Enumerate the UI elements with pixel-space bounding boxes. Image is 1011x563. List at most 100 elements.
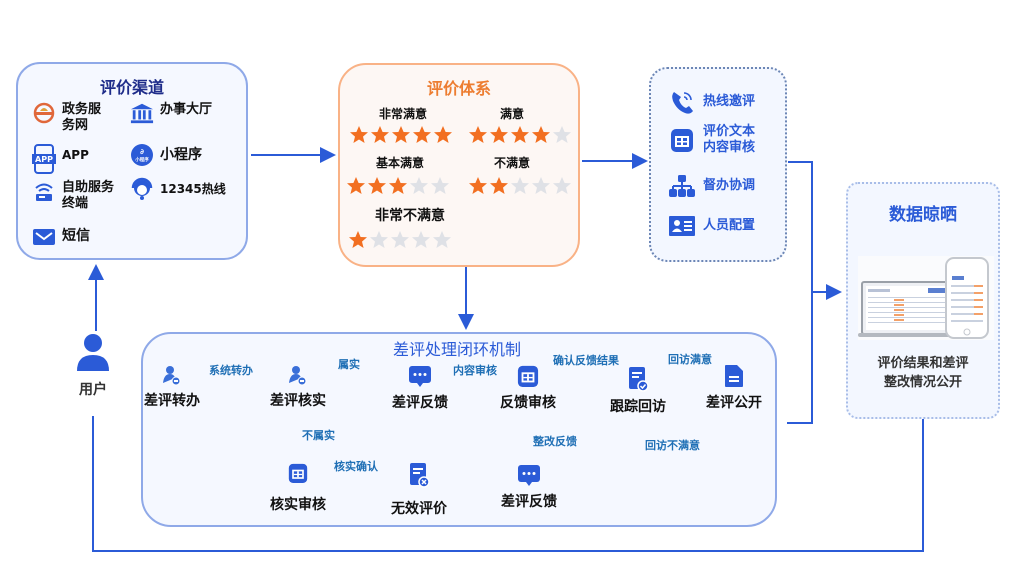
edge-label: 核实确认	[334, 460, 378, 473]
node-label: 差评转办	[144, 393, 200, 409]
edge-label: 回访满意	[668, 353, 712, 366]
node-label: 差评反馈	[392, 395, 448, 411]
star-empty-icon	[553, 126, 571, 143]
rating-title: 评价体系	[426, 79, 491, 98]
user-label: 用户	[79, 382, 107, 398]
org-chart-icon	[669, 173, 695, 199]
user-icon	[75, 334, 111, 377]
star-rating	[348, 230, 452, 250]
publish-title: 数据晾晒	[889, 205, 957, 225]
action-supervise-coordinate[interactable]: 督办协调	[669, 173, 755, 199]
star-empty-icon	[431, 177, 449, 194]
svg-text:小程序: 小程序	[135, 156, 149, 163]
rating-level-label: 满意	[499, 107, 524, 121]
service-hall-icon	[130, 102, 154, 124]
node-verify-review[interactable]: 核实审核	[266, 462, 330, 514]
star-rating	[468, 176, 572, 196]
bad-review-process-panel: 差评处理闭环机制	[141, 332, 777, 527]
star-empty-icon	[433, 231, 451, 248]
channel-label: 政务服	[62, 102, 102, 117]
rating-level-label: 基本满意	[375, 156, 424, 170]
edge-label: 确认反馈结果	[553, 354, 619, 367]
bracket-to-publish	[787, 161, 813, 424]
edge-label: 不属实	[302, 429, 335, 442]
star-empty-icon	[410, 177, 428, 194]
node-transfer[interactable]: 差评转办	[140, 364, 204, 410]
node-publish[interactable]: 差评公开	[702, 364, 766, 412]
action-content-review[interactable]: 评价文本内容审核	[669, 124, 755, 156]
channel-self-service-terminal[interactable]: 自助服务终端	[32, 180, 114, 212]
edge-label: 回访不满意	[645, 439, 700, 452]
star-filled-icon	[392, 126, 410, 143]
action-label: 内容审核	[703, 140, 756, 155]
channel-sms[interactable]: 短信	[32, 226, 90, 248]
user-node[interactable]: 用户	[68, 333, 118, 399]
publish-desc-line: 评价结果和差评	[877, 356, 969, 371]
star-empty-icon	[532, 177, 550, 194]
phone-icon	[669, 89, 695, 115]
mini-program-icon: ∂小程序	[130, 144, 154, 166]
document-icon	[724, 365, 744, 392]
channel-hotline[interactable]: 12345热线	[130, 177, 226, 200]
channels-panel: 评价渠道 政务服务网 办事大厅 APP APP ∂小程序 小程序 自助服务终端	[16, 62, 248, 260]
action-hotline-invite[interactable]: 热线邀评	[669, 89, 755, 115]
channel-label: 务网	[62, 118, 89, 133]
node-label: 跟踪回访	[610, 399, 666, 415]
sms-envelope-icon	[32, 226, 56, 248]
star-filled-icon	[389, 177, 407, 194]
node-feedback[interactable]: 差评反馈	[388, 364, 452, 412]
document-check-icon	[627, 367, 649, 396]
node-feedback-rectify[interactable]: 差评反馈	[497, 463, 561, 511]
channel-label: 终端	[62, 196, 89, 211]
node-label: 反馈审核	[500, 395, 556, 411]
action-staffing[interactable]: 人员配置	[669, 213, 755, 239]
channel-label: 短信	[62, 228, 90, 244]
star-filled-icon	[350, 126, 368, 143]
star-filled-icon	[511, 126, 529, 143]
action-label: 评价文本	[703, 124, 756, 139]
node-feedback-review[interactable]: 反馈审核	[496, 364, 560, 412]
document-cancel-icon	[408, 463, 430, 492]
node-label: 差评公开	[706, 395, 762, 411]
channels-title: 评价渠道	[99, 78, 164, 97]
svg-text:APP: APP	[35, 155, 53, 164]
channel-app[interactable]: APP APP	[32, 144, 89, 174]
chat-bubble-icon	[408, 366, 432, 392]
hotline-headset-icon	[130, 177, 154, 200]
star-filled-icon	[490, 177, 508, 194]
node-follow-up[interactable]: 跟踪回访	[606, 366, 670, 416]
action-label: 热线邀评	[703, 94, 756, 109]
star-filled-icon	[532, 126, 550, 143]
channel-label: APP	[62, 148, 89, 162]
node-label: 核实审核	[270, 497, 326, 513]
node-verify[interactable]: 差评核实	[266, 364, 330, 410]
star-rating	[346, 176, 450, 196]
channel-service-hall[interactable]: 办事大厅	[130, 102, 212, 124]
node-label: 无效评价	[391, 501, 447, 517]
node-invalid[interactable]: 无效评价	[387, 462, 451, 518]
process-title: 差评处理闭环机制	[393, 340, 522, 359]
channel-gov-service[interactable]: 政务服务网	[32, 102, 101, 134]
publish-desc-line: 整改情况公开	[883, 375, 962, 390]
gov-service-icon	[32, 102, 56, 124]
channel-mini-program[interactable]: ∂小程序 小程序	[130, 144, 202, 166]
star-empty-icon	[412, 231, 430, 248]
self-service-terminal-icon	[32, 180, 56, 202]
channel-label: 12345热线	[160, 182, 226, 196]
person-review-icon	[161, 366, 183, 390]
review-icon	[517, 365, 539, 392]
rating-level-label: 非常不满意	[375, 208, 445, 224]
rating-system-panel: 评价体系 非常满意 满意 基本满意 不满意 非常不满意	[338, 63, 580, 267]
star-filled-icon	[371, 126, 389, 143]
review-icon	[669, 127, 695, 153]
node-label: 差评核实	[270, 393, 326, 409]
star-empty-icon	[391, 231, 409, 248]
app-icon: APP	[32, 144, 56, 174]
edge-label: 整改反馈	[533, 435, 577, 448]
edge-label: 内容审核	[453, 364, 497, 377]
rating-level-label: 不满意	[493, 156, 530, 170]
staff-card-icon	[669, 213, 695, 239]
person-review-icon	[287, 366, 309, 390]
review-icon	[288, 463, 308, 488]
star-rating	[468, 125, 572, 145]
